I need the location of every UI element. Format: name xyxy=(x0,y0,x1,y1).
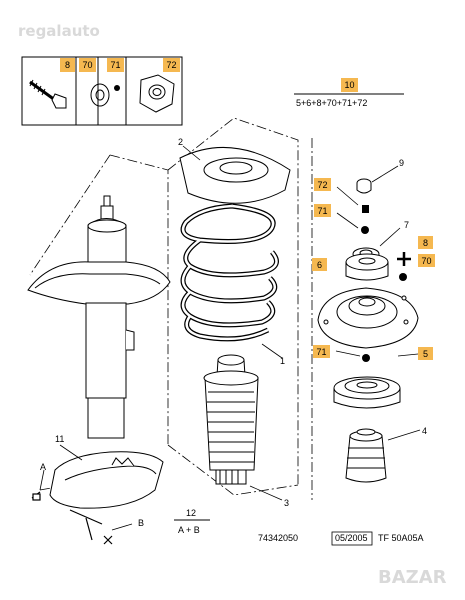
label-9: 9 xyxy=(399,158,404,168)
kit-box: 8 70 71 72 xyxy=(21,56,183,126)
bolt-icon xyxy=(29,79,67,109)
seal-icon xyxy=(114,85,120,91)
label-3: 3 xyxy=(284,498,289,508)
seal-72-icon xyxy=(362,205,369,213)
spring-upper-seat xyxy=(179,146,291,204)
kit-tag-70: 70 xyxy=(82,60,92,70)
bolt-8-icon xyxy=(397,252,411,266)
washer-icon xyxy=(90,83,110,107)
tag-70: 70 xyxy=(421,256,431,266)
seal-70-icon xyxy=(399,273,407,281)
tag-6: 6 xyxy=(317,260,322,270)
leader-lines xyxy=(39,145,421,531)
watermark-top: regalauto xyxy=(18,22,100,40)
kit-tag-72: 72 xyxy=(166,60,176,70)
label-2: 2 xyxy=(178,137,183,147)
kit-tag-71: 71 xyxy=(110,60,120,70)
tag-71-upper: 71 xyxy=(317,206,327,216)
seal-71-icon xyxy=(361,226,369,234)
footer: 74342050 05/2005 TF 50A05A xyxy=(258,531,424,546)
kit-formula-text: 5+6+8+70+71+72 xyxy=(296,98,367,108)
strut-assembly xyxy=(27,195,171,439)
formula-12-number: 12 xyxy=(186,508,196,518)
label-1: 1 xyxy=(280,356,285,366)
footer-code: TF 50A05A xyxy=(378,533,424,543)
bump-stop xyxy=(345,428,387,483)
seal-71b-icon xyxy=(362,354,370,362)
upper-mount xyxy=(345,253,389,281)
nut-icon xyxy=(139,74,175,113)
cap-icon xyxy=(356,178,372,194)
kit-tag-8: 8 xyxy=(65,60,70,70)
formula-12-text: A + B xyxy=(178,525,200,535)
dust-boot xyxy=(203,354,259,485)
label-11: 11 xyxy=(55,434,64,444)
bolt-small-icon xyxy=(31,491,113,545)
mount-plate xyxy=(317,287,419,349)
kit-number-10: 10 xyxy=(344,80,354,90)
label-4: 4 xyxy=(422,426,427,436)
coil-spring-inner xyxy=(181,204,278,341)
heat-shield xyxy=(49,451,164,509)
bearing xyxy=(333,376,401,409)
label-A: A xyxy=(40,462,46,472)
label-B: B xyxy=(138,518,144,528)
tag-5: 5 xyxy=(423,349,428,359)
kit-formula: 10 5+6+8+70+71+72 xyxy=(294,78,404,108)
footer-ref: 74342050 xyxy=(258,533,298,543)
tag-71-lower: 71 xyxy=(316,347,326,357)
formula-12: 12 A + B xyxy=(174,508,210,535)
footer-date: 05/2005 xyxy=(335,533,368,543)
tag-72: 72 xyxy=(317,180,327,190)
label-7: 7 xyxy=(404,220,409,230)
watermark-bottom: BAZAR xyxy=(378,567,447,588)
tag-8: 8 xyxy=(423,238,428,248)
